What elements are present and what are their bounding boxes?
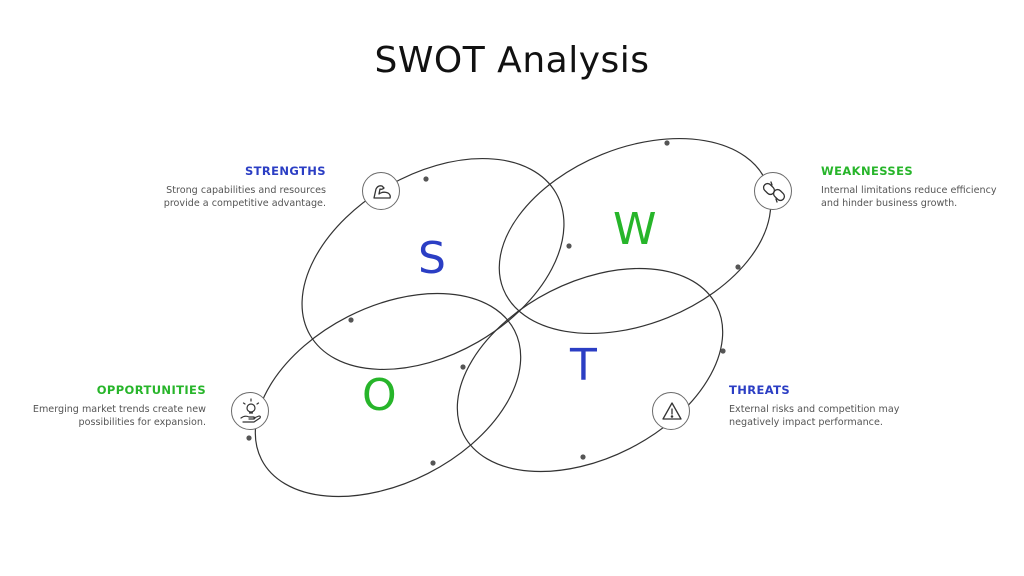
threats-description: External risks and competition may negat…	[729, 404, 900, 428]
threats-letter: T	[570, 340, 597, 391]
strengths-letter: S	[418, 233, 446, 284]
orbit-dot	[460, 364, 466, 370]
orbit-dot	[430, 460, 436, 466]
strengths-icon-circle	[362, 172, 400, 210]
opportunities-description: Emerging market trends create new possib…	[32, 404, 206, 428]
strengths-heading: STRENGTHS	[244, 164, 326, 178]
orbit-dot	[566, 243, 572, 249]
orbit-dot	[664, 140, 670, 146]
orbit-dot	[580, 454, 586, 460]
strengths-description: Strong capabilities and resources provid…	[163, 185, 326, 209]
weaknesses-description: Internal limitations reduce efficiency a…	[821, 185, 997, 209]
hand-lightbulb-icon	[240, 398, 261, 423]
opportunities-icon-circle	[231, 392, 269, 430]
weaknesses-icon-circle	[754, 172, 792, 210]
flexed-arm-icon	[373, 185, 391, 199]
orbit-dot	[720, 348, 726, 354]
threats-block: THREATS External risks and competition m…	[729, 383, 909, 429]
opportunities-letter: O	[362, 370, 397, 421]
opportunities-block: OPPORTUNITIES Emerging market trends cre…	[26, 383, 206, 429]
orbit-dot	[423, 176, 429, 182]
threats-heading: THREATS	[729, 383, 791, 397]
broken-chain-icon	[762, 181, 786, 203]
opportunities-heading: OPPORTUNITIES	[96, 383, 206, 397]
threats-icon-circle	[652, 392, 690, 430]
orbit-dot	[348, 317, 354, 323]
threats-ellipse	[456, 267, 724, 473]
weaknesses-block: WEAKNESSES Internal limitations reduce e…	[821, 164, 1001, 210]
opportunities-ellipse	[254, 292, 522, 498]
orbit-dot	[246, 435, 252, 441]
page-title: SWOT Analysis	[374, 40, 650, 81]
strengths-block: STRENGTHS Strong capabilities and resour…	[146, 164, 326, 210]
weaknesses-letter: W	[613, 204, 657, 255]
warning-icon	[662, 402, 682, 420]
weaknesses-heading: WEAKNESSES	[821, 164, 914, 178]
orbit-dot	[735, 264, 741, 270]
